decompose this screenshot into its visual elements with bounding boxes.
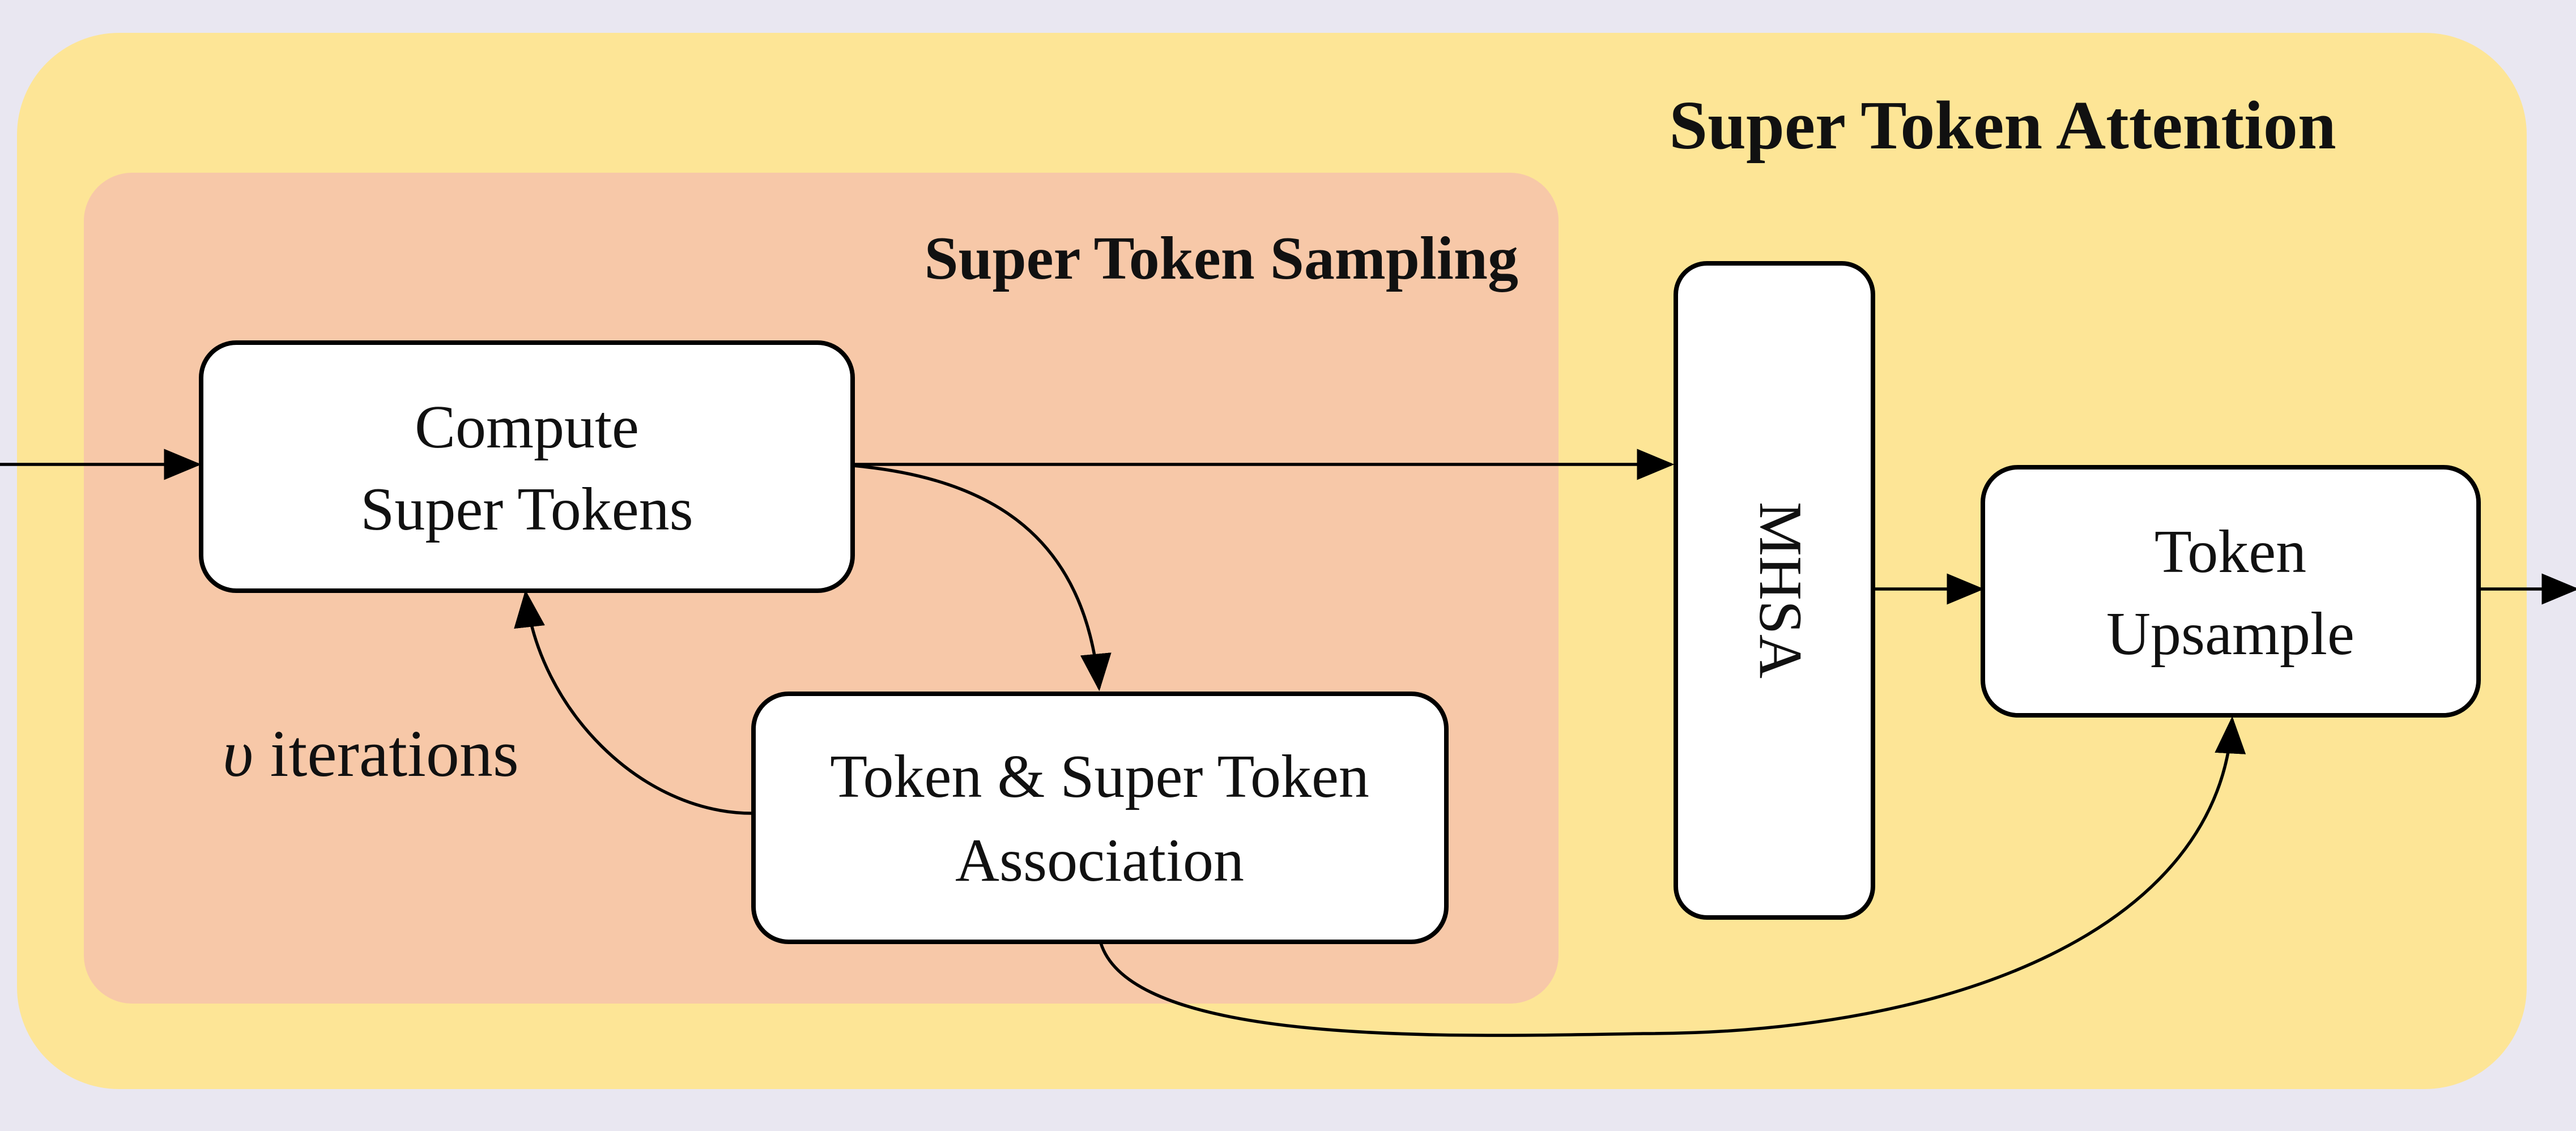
edges <box>0 449 2576 1037</box>
diagram-title: Super Token Attention <box>1669 87 2336 164</box>
compute-super-tokens-box <box>199 340 855 593</box>
association-node: Token & Super Token Association <box>751 692 1449 944</box>
edge-association-to-compute-loop <box>514 590 753 815</box>
edge-association-to-upsample <box>1099 716 2246 1037</box>
token-upsample-node: Token Upsample <box>1981 465 2481 718</box>
iterations-text: iterations <box>253 716 519 791</box>
edge-compute-to-association <box>852 464 1112 692</box>
token-upsample-label-line2: Upsample <box>2106 600 2354 668</box>
compute-super-tokens-label-line2: Super Tokens <box>360 476 693 543</box>
mhsa-label: MHSA <box>1747 502 1814 678</box>
association-label-line1: Token & Super Token <box>830 743 1369 810</box>
association-box <box>751 692 1449 944</box>
mhsa-box <box>1674 261 1875 920</box>
compute-super-tokens-label-line1: Compute <box>415 394 639 461</box>
token-upsample-label-line1: Token <box>2155 518 2306 586</box>
iterations-symbol: υ <box>223 716 253 791</box>
compute-super-tokens-node: Compute Super Tokens <box>199 340 855 593</box>
sampling-group-title: Super Token Sampling <box>924 225 1518 292</box>
token-upsample-box <box>1981 465 2481 718</box>
association-label-line2: Association <box>955 827 1244 894</box>
mhsa-node: MHSA <box>1674 261 1875 920</box>
iterations-label: υ iterations <box>223 716 519 791</box>
